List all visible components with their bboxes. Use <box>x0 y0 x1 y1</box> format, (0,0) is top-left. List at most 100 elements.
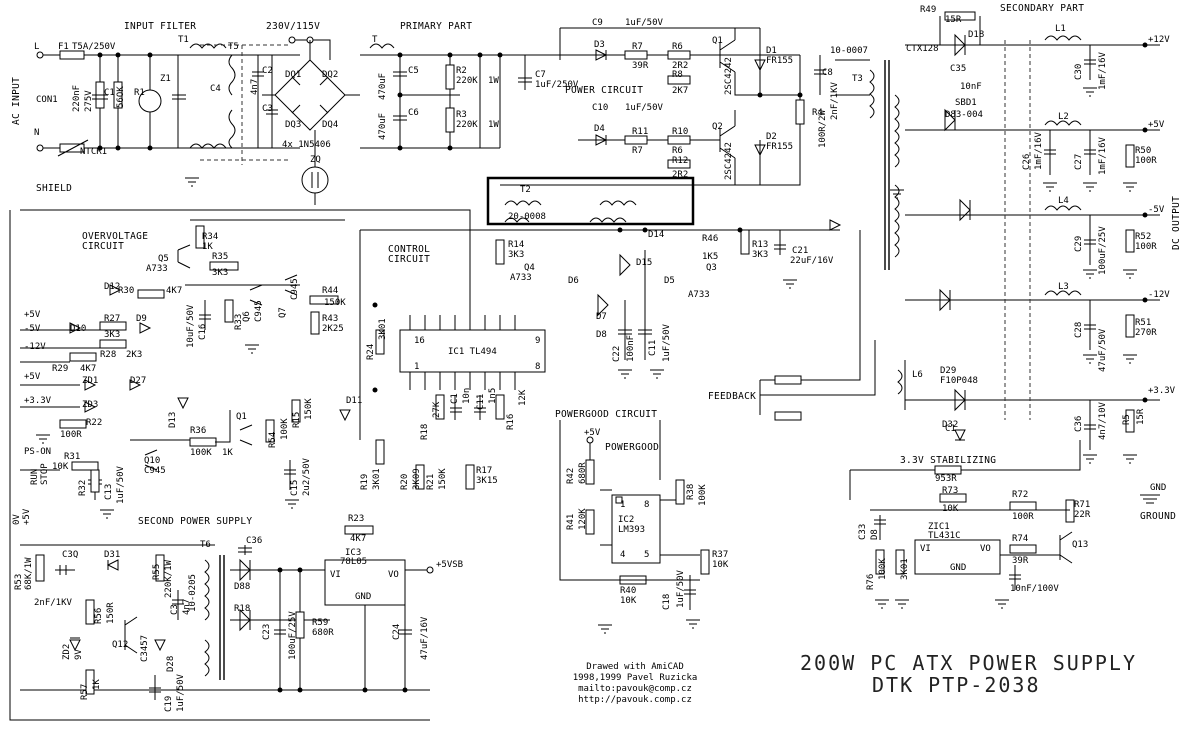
comp-label: 470uF <box>378 72 388 100</box>
comp-label: 100R <box>1012 512 1034 522</box>
section-voltage-switch: 230V/115V <box>266 21 321 32</box>
pg-5v-label: +5V <box>584 428 601 438</box>
comp-label: D7 <box>596 312 607 322</box>
comp-label: 100R <box>60 430 82 440</box>
ic3-vi: VI <box>330 570 341 580</box>
comp-label: ZD3 <box>82 400 99 410</box>
footer-line2: 1998,1999 Pavel Ruzicka <box>572 673 698 683</box>
comp-label: T5 <box>228 42 239 52</box>
comp-label: C15 <box>290 479 300 496</box>
comp-label: 1mF/16V <box>1098 137 1108 175</box>
comp-label: Q13 <box>1072 540 1089 550</box>
comp-label: C1 <box>104 88 115 98</box>
zic1-part: TL431C <box>928 531 961 541</box>
comp-label: R1 <box>134 88 145 98</box>
comp-label: 3K01 <box>372 468 382 490</box>
comp-label: D11 <box>346 396 363 406</box>
comp-label: T5A/250V <box>72 42 116 52</box>
ic3-part: 78L05 <box>340 557 368 567</box>
comp-label: FR155 <box>766 56 794 66</box>
comp-label: 4x 1N5406 <box>282 140 331 150</box>
input-label-minus12v: -12V <box>24 342 46 352</box>
comp-label: L <box>34 42 40 52</box>
comp-label: 100R <box>1135 156 1157 166</box>
comp-label: 2R2 <box>672 170 689 180</box>
comp-label: CON1 <box>36 95 58 105</box>
comp-label: 1K <box>92 679 102 690</box>
ic1-pin1: 1 <box>414 362 420 372</box>
comp-label: C26 <box>1022 153 1032 170</box>
stabilizing-3v3 <box>849 429 1081 590</box>
comp-label: Q5 <box>158 254 169 264</box>
comp-label: 680R <box>578 462 588 484</box>
comp-label: R6 <box>672 42 683 52</box>
comp-label: 150K <box>438 468 448 490</box>
label-shield: SHIELD <box>36 183 73 194</box>
comp-label: D2 <box>766 132 777 142</box>
comp-label: 2SC4242 <box>724 57 734 95</box>
comp-label: C1 <box>450 393 460 404</box>
footer-line3: mailto:pavouk@comp.cz <box>578 684 692 694</box>
comp-label: 3K01 <box>378 318 388 340</box>
comp-label: T <box>372 35 378 45</box>
ic2-pin4: 4 <box>620 550 626 560</box>
comp-label: D9 <box>136 314 147 324</box>
label-dc-output: DC OUTPUT <box>1171 195 1182 250</box>
comp-label: 4n7 <box>250 78 260 95</box>
comp-label: Q1 <box>712 36 723 46</box>
comp-label: C7 <box>535 70 546 80</box>
comp-label: R3 <box>456 110 467 120</box>
comp-label: R40 <box>620 586 637 596</box>
comp-label: D31 <box>104 550 121 560</box>
comp-label: R16 <box>506 413 516 430</box>
comp-label: C28 <box>1074 321 1084 338</box>
comp-label: 3K3 <box>508 250 525 260</box>
comp-label: A733 <box>510 273 532 283</box>
comp-label: R57 <box>80 683 90 700</box>
comp-label: C11 <box>648 339 658 356</box>
comp-label: D1 <box>766 46 777 56</box>
comp-label: 1K <box>202 242 213 252</box>
comp-label: R49 <box>920 5 937 15</box>
comp-label: R38 <box>686 483 696 500</box>
comp-label: R6 <box>672 146 683 156</box>
comp-label: R23 <box>348 514 365 524</box>
comp-label: D8 <box>870 529 880 540</box>
footer-line4: http://pavouk.comp.cz <box>578 695 692 705</box>
comp-label: C30 <box>1074 63 1084 80</box>
output-label-12v: +12V <box>1148 35 1170 45</box>
comp-label: 1uF/50V <box>662 324 672 362</box>
comp-label: Z1 <box>160 74 171 84</box>
ground-symbols <box>36 87 1160 634</box>
comp-label: R7 <box>632 146 643 156</box>
zic1-gnd: GND <box>950 563 967 573</box>
comp-label: 10-0205 <box>188 574 198 612</box>
comp-label: R74 <box>1012 534 1029 544</box>
ic2-pin5: 5 <box>644 550 650 560</box>
input-label-3v3: +3.3V <box>24 396 52 406</box>
zic1-vo: VO <box>980 544 991 554</box>
comp-label: 100R/2W <box>818 110 828 148</box>
comp-label: T6 <box>200 540 211 550</box>
secondary-outputs <box>897 11 1160 450</box>
comp-label: 100K <box>878 558 888 580</box>
bridge-rectifier <box>262 36 360 205</box>
comp-label: 100R <box>1135 242 1157 252</box>
section-second-supply: SECOND POWER SUPPLY <box>138 516 253 527</box>
comp-label: Q1 <box>236 412 247 422</box>
comp-label: C8 <box>822 68 833 78</box>
comp-label: Q2 <box>712 122 723 132</box>
comp-label: 12K <box>518 389 528 406</box>
comp-label: +5VSB <box>436 560 464 570</box>
drawing-title-line1: 200W PC ATX POWER SUPPLY <box>800 651 1137 675</box>
comp-label: R32 <box>78 479 88 496</box>
comp-label: D10 <box>70 324 87 334</box>
comp-label: C10 <box>592 103 609 113</box>
comp-label: 2u2/50V <box>302 458 312 496</box>
comp-label: D88 <box>234 582 251 592</box>
comp-label: N <box>34 128 40 138</box>
comp-label: 150K <box>324 298 346 308</box>
comp-label: 1n5 <box>488 387 498 404</box>
comp-label: ZD1 <box>82 376 99 386</box>
comp-label: 3K09 <box>412 468 422 490</box>
